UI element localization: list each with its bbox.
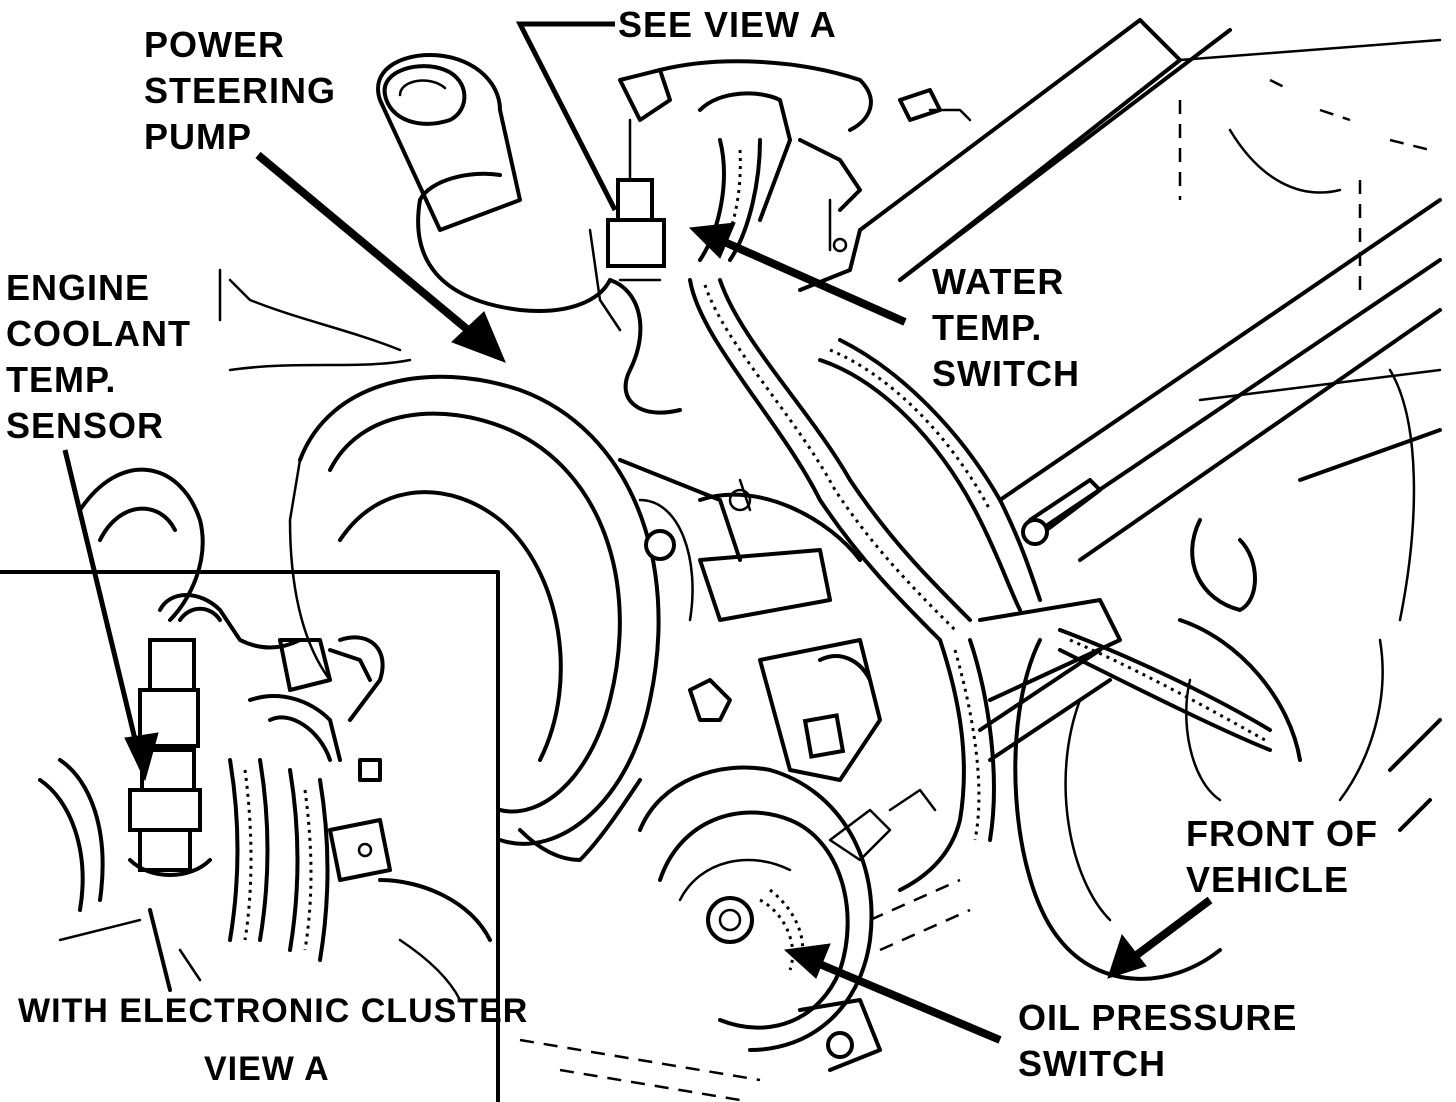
label-view-a: VIEW A: [204, 1046, 330, 1092]
wiring-harness: [688, 278, 1272, 952]
label-oil-pressure-switch: OIL PRESSURE SWITCH: [1018, 995, 1297, 1087]
label-line: POWER: [144, 24, 286, 65]
label-line: TEMP.: [932, 307, 1043, 348]
label-front-of-vehicle: FRONT OF VEHICLE: [1186, 811, 1378, 903]
label-line: TEMP.: [6, 359, 117, 400]
crank-pulley: [288, 374, 742, 862]
label-water-temp-switch: WATER TEMP. SWITCH: [932, 259, 1080, 397]
label-line: SWITCH: [932, 353, 1080, 394]
view-a-inset: [0, 570, 500, 1102]
label-engine-coolant-temp-sensor: ENGINE COOLANT TEMP. SENSOR: [6, 265, 191, 449]
label-line: WITH ELECTRONIC CLUSTER: [18, 992, 529, 1030]
label-line: WATER: [932, 261, 1065, 302]
leaders: [62, 21, 1213, 1044]
label-line: SEE VIEW A: [618, 4, 837, 45]
engine-block: [858, 18, 1442, 981]
label-line: PUMP: [144, 116, 253, 157]
label-line: OIL PRESSURE: [1018, 997, 1298, 1038]
label-power-steering-pump: POWER STEERING PUMP: [144, 22, 336, 160]
left-engine: [78, 268, 412, 622]
label-line: STEERING: [144, 70, 337, 111]
label-line: ENGINE: [6, 267, 151, 308]
label-line: SWITCH: [1018, 1043, 1166, 1084]
label-see-view-a: SEE VIEW A: [618, 2, 837, 48]
label-line: VIEW A: [204, 1050, 330, 1088]
label-with-electronic-cluster: WITH ELECTRONIC CLUSTER: [18, 988, 528, 1034]
water-temp-switch-part: [606, 59, 972, 292]
label-line: VEHICLE: [1186, 859, 1350, 900]
brackets: [688, 478, 882, 782]
lower-pulley: [519, 765, 882, 1102]
power-steering-pump: [376, 53, 682, 415]
label-line: SENSOR: [6, 405, 165, 446]
label-line: COOLANT: [6, 313, 191, 354]
label-line: FRONT OF: [1186, 813, 1378, 854]
